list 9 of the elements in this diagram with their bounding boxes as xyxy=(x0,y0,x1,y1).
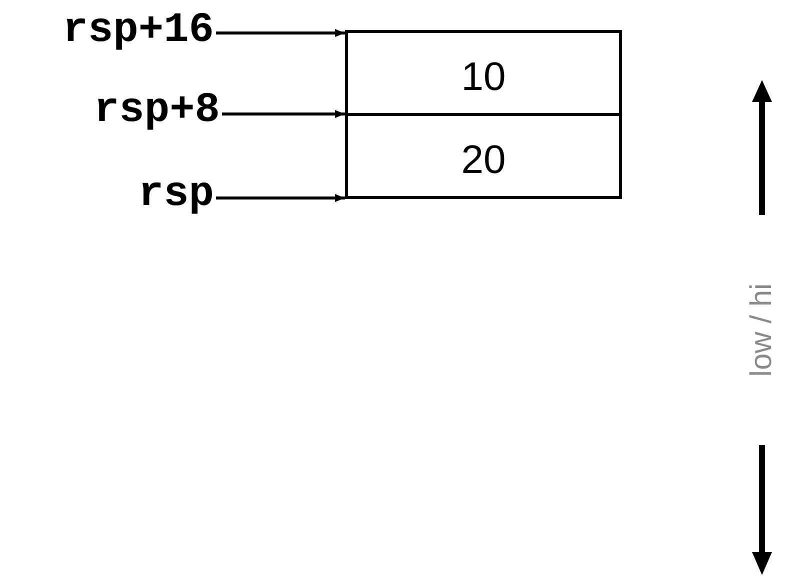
register-label: rsp+8 xyxy=(0,86,220,134)
arrow xyxy=(216,194,345,202)
axis-label: low / hi xyxy=(747,282,777,379)
stack-cell: 20 xyxy=(345,113,622,199)
register-label: rsp+16 xyxy=(0,6,214,54)
arrow xyxy=(222,110,345,118)
stack-cell: 10 xyxy=(345,30,622,116)
register-label: rsp xyxy=(0,170,214,218)
arrow xyxy=(216,29,345,37)
